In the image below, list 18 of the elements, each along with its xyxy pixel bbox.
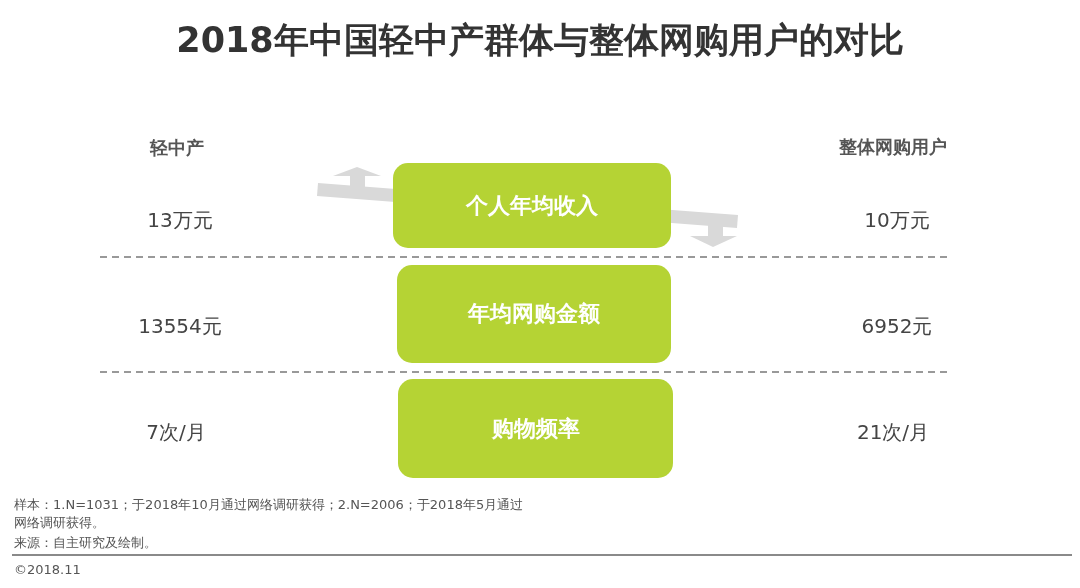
value-text: 10万元 xyxy=(864,207,930,233)
value-text: 21次/月 xyxy=(856,419,930,445)
metric-box xyxy=(393,163,671,248)
column-header: 轻中产 xyxy=(150,136,204,160)
metric-label: 年均网购金额 xyxy=(468,300,600,328)
chart-title: 2018年中国轻中产群体与整体网购用户的对比 xyxy=(176,19,904,62)
footnote: 样本：1.N=1031；于2018年10月通过网络调研获得；2.N=2006；于2018年5月通过网络调研获得。 xyxy=(14,496,525,532)
metric-box xyxy=(397,265,671,363)
metric-box xyxy=(398,379,673,478)
value-text: 6952元 xyxy=(861,313,933,339)
value-text: 13554元 xyxy=(138,313,222,339)
source-note: 来源：自主研究及绘制。 xyxy=(14,534,158,552)
metric-label: 购物频率 xyxy=(491,414,580,443)
metric-label: 个人年均收入 xyxy=(466,191,598,220)
column-header: 整体网购用户 xyxy=(839,135,947,159)
value-text: 13万元 xyxy=(147,207,213,233)
copyright-text: ©2018.11 xyxy=(14,561,81,579)
value-text: 7次/月 xyxy=(146,419,206,445)
